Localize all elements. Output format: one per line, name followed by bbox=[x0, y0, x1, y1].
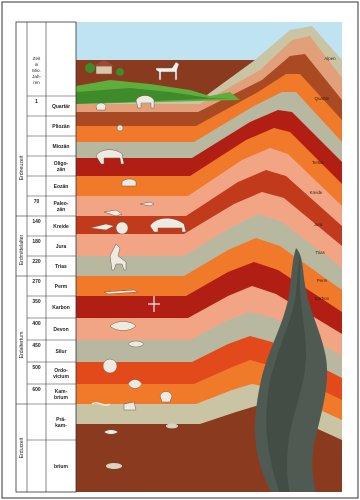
rock-2 bbox=[166, 424, 178, 429]
rock-1 bbox=[106, 463, 122, 469]
header-line-1: Zeit bbox=[33, 56, 41, 61]
ammonite-icon bbox=[116, 222, 128, 234]
period-name: Karbon bbox=[52, 305, 70, 311]
period-name-line2: vicium bbox=[53, 374, 69, 380]
period-time: 600 bbox=[32, 387, 41, 393]
period-name: Trias bbox=[55, 264, 67, 270]
period-name-line2: brium bbox=[54, 395, 68, 401]
period-name: Quartär bbox=[52, 104, 70, 110]
layer-label-carboniferous: Karbon bbox=[315, 296, 330, 301]
snail-shell-icon bbox=[103, 359, 117, 373]
layer-label-triassic: Trias bbox=[315, 250, 325, 255]
era-label-mesozoic: Erdmittelalter bbox=[19, 234, 25, 265]
skull-icon bbox=[96, 103, 106, 110]
period-time: 220 bbox=[32, 259, 41, 265]
layer-label-quaternary: Quartär bbox=[315, 96, 330, 101]
farmhouse-icon bbox=[96, 66, 112, 74]
era-label-precambrian: Erdurzeit bbox=[19, 437, 25, 458]
period-name: Pliozän bbox=[52, 124, 70, 130]
period-time: 450 bbox=[32, 343, 41, 349]
period-time: 180 bbox=[32, 239, 41, 245]
period-time: 400 bbox=[32, 321, 41, 327]
layer-label-cretaceous: Kreide bbox=[310, 190, 323, 195]
tree-icon-2 bbox=[116, 68, 124, 76]
period-time: 270 bbox=[32, 279, 41, 285]
period-time: 140 bbox=[32, 219, 41, 225]
period-name: brium bbox=[54, 464, 68, 470]
tree-icon bbox=[85, 63, 95, 73]
era-label-cenozoic: Erdneuzeit bbox=[19, 155, 25, 180]
timescale-table: Zeit in Mio. Jah- ren Erdneuzeit Erdmitt… bbox=[16, 22, 76, 492]
period-name-line2: kam- bbox=[55, 423, 67, 429]
period-time: 70 bbox=[34, 199, 40, 205]
small-mammal-icon bbox=[122, 179, 136, 186]
header-line-3: Mio. bbox=[32, 68, 41, 73]
header-line-5: ren bbox=[33, 80, 40, 85]
period-name: Eozän bbox=[54, 184, 69, 190]
period-name-line2: zän bbox=[57, 207, 65, 213]
header-line-2: in bbox=[35, 62, 39, 67]
shell-icon bbox=[117, 125, 123, 131]
period-name: Silur bbox=[55, 349, 66, 355]
header-line-4: Jah- bbox=[32, 74, 41, 79]
layer-label-jurassic: Jura bbox=[314, 222, 323, 227]
era-label-paleozoic: Erdaltertum bbox=[19, 332, 25, 359]
period-name: Miozän bbox=[53, 144, 70, 150]
period-time: 1 bbox=[35, 99, 38, 105]
jellyfish-icon bbox=[160, 392, 172, 403]
layer-label-tertiary: Tertiär bbox=[312, 160, 325, 165]
period-time: 350 bbox=[32, 299, 41, 305]
layer-label-alps: Alpen bbox=[324, 56, 336, 61]
period-name: Jura bbox=[56, 244, 67, 250]
period-name: Devon bbox=[53, 327, 68, 333]
period-name-line2: zän bbox=[57, 167, 65, 173]
period-name: Kreide bbox=[53, 224, 69, 230]
period-name: Perm bbox=[55, 284, 68, 290]
period-time: 500 bbox=[32, 365, 41, 371]
layer-label-permian: Perm bbox=[317, 278, 328, 283]
